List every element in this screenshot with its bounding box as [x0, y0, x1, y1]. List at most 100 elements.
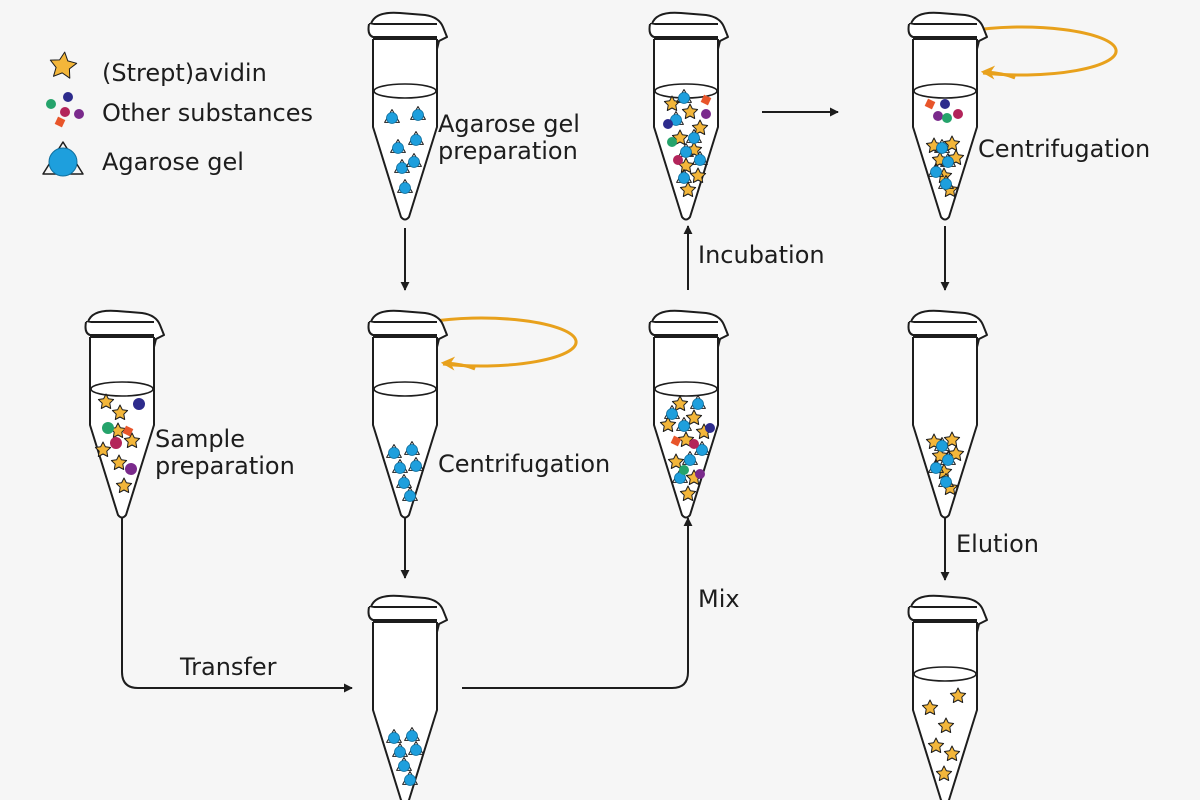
agarose-bead	[408, 741, 424, 756]
agarose-bead	[676, 169, 692, 184]
contents-washed	[925, 431, 965, 495]
agarose-bead	[928, 459, 944, 474]
other-substance	[102, 422, 114, 434]
agarose-bead	[668, 111, 684, 126]
agarose-bead	[408, 457, 424, 472]
agarose-bead	[402, 771, 418, 786]
streptavidin-star	[943, 745, 961, 761]
streptavidin-star	[659, 416, 677, 432]
tube-elution	[907, 594, 988, 800]
label-transfer: Transfer	[180, 653, 277, 681]
agarose-bead	[402, 487, 418, 502]
other-substance	[705, 423, 715, 433]
streptavidin-star	[123, 432, 141, 448]
other-substance	[942, 113, 952, 123]
streptavidin-star	[937, 717, 955, 733]
other-substance	[122, 425, 134, 437]
label-mix: Mix	[698, 585, 740, 613]
label-centrifugation-1: Centrifugation	[438, 450, 611, 478]
streptavidin-star	[111, 404, 129, 420]
other-substance	[670, 435, 682, 447]
streptavidin-star	[943, 431, 961, 447]
agarose-bead	[397, 179, 413, 194]
arrow-transfer	[121, 518, 353, 693]
agarose-bead	[396, 474, 412, 489]
agarose-bead	[390, 139, 406, 154]
streptavidin-star	[110, 454, 128, 470]
tube-agarose-gel-preparation	[367, 11, 448, 221]
streptavidin-star	[49, 51, 78, 79]
streptavidin-star	[689, 167, 707, 183]
streptavidin-star	[921, 699, 939, 715]
other-substance	[663, 119, 673, 129]
contents-incubated	[663, 89, 712, 197]
agarose-bead	[410, 106, 426, 121]
contents-centrifugation-1	[386, 441, 424, 502]
streptavidin-star	[949, 687, 967, 703]
other-substance	[63, 92, 73, 102]
contents-sample-preparation	[94, 393, 145, 493]
other-substance	[924, 98, 936, 110]
other-substance	[74, 109, 84, 119]
streptavidin-star	[667, 453, 685, 469]
tube-sample-preparation	[84, 309, 165, 519]
streptavidin-star	[679, 181, 697, 197]
other-substance	[940, 99, 950, 109]
agarose-bead	[938, 175, 954, 190]
agarose-bead	[392, 743, 408, 758]
agarose-bead	[686, 129, 702, 144]
streptavidin-star	[97, 393, 115, 409]
streptavidin-star	[115, 477, 133, 493]
contents-mix	[659, 395, 715, 501]
other-substance	[673, 155, 683, 165]
agarose-bead	[678, 143, 694, 158]
agarose-bead	[934, 437, 950, 452]
other-substance	[933, 111, 943, 121]
streptavidin-star	[94, 441, 112, 457]
other-substance	[125, 463, 137, 475]
label-sample-preparation-line2: preparation	[155, 452, 295, 480]
agarose-bead	[664, 405, 680, 420]
tube-centrifugation-2	[907, 11, 988, 221]
agarose-bead	[934, 139, 950, 154]
other-substance	[667, 137, 677, 147]
streptavidin-star	[691, 119, 709, 135]
streptavidin-star	[663, 95, 681, 111]
contents-centrifugation-2	[924, 98, 965, 197]
legend-label-agarose-gel: Agarose gel	[102, 148, 244, 176]
streptavidin-star	[671, 395, 689, 411]
agarose-bead	[404, 441, 420, 456]
agarose-bead	[938, 473, 954, 488]
agarose-bead	[682, 451, 698, 466]
agarose-bead	[692, 151, 708, 166]
agarose-bead	[676, 89, 692, 104]
label-incubation: Incubation	[698, 241, 825, 269]
label-sample-preparation-line1: Sample	[155, 425, 245, 453]
label-agarose-gel-preparation-line2: preparation	[438, 137, 578, 165]
agarose-bead	[384, 109, 400, 124]
other-substance	[695, 469, 705, 479]
other-substance	[700, 94, 712, 106]
other-substance	[689, 439, 699, 449]
agarose-bead	[928, 163, 944, 178]
legend-label-other-substances: Other substances	[102, 99, 314, 127]
other-substance	[679, 465, 689, 475]
agarose-bead	[396, 757, 412, 772]
agarose-bead	[690, 395, 706, 410]
streptavidin-star	[927, 737, 945, 753]
label-centrifugation-2: Centrifugation	[978, 135, 1151, 163]
contents-elution	[921, 687, 967, 781]
streptavidin-star	[943, 135, 961, 151]
contents-transfer	[386, 727, 424, 786]
streptavidin-star	[679, 485, 697, 501]
arrow-mix	[462, 517, 693, 689]
agarose-bead	[392, 459, 408, 474]
agarose-bead	[386, 444, 402, 459]
agarose-bead	[394, 159, 410, 174]
streptavidin-star	[685, 409, 703, 425]
contents-agarose-gel-preparation	[384, 106, 426, 194]
other-substance	[46, 99, 56, 109]
other-substance	[701, 109, 711, 119]
